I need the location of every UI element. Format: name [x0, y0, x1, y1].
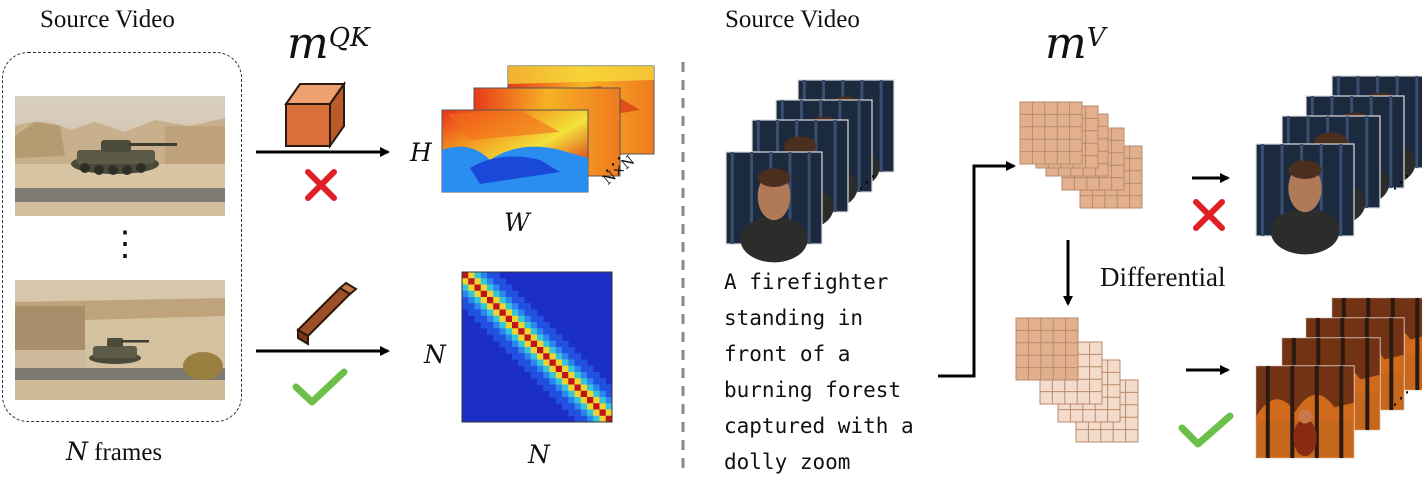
mqk-superscript: QK: [328, 22, 370, 53]
out-top-ellipsis: ⋰: [1392, 172, 1410, 193]
mv-superscript: V: [1086, 22, 1106, 53]
frames-ellipsis: ⋮: [108, 226, 142, 263]
value-grid-stack-bottom: [1015, 317, 1139, 443]
output-frames-naive: [1255, 75, 1422, 255]
label-h: H: [410, 138, 432, 167]
mv-label: mV: [1045, 18, 1106, 69]
n-frames-label: N frames: [66, 437, 162, 467]
out-bot-ellipsis: ⋰: [1392, 388, 1410, 409]
left-source-video-title: Source Video: [40, 6, 175, 33]
source-frames-container: [2, 52, 242, 422]
text-prompt-caption: A firefighter standing in front of a bur…: [724, 270, 914, 474]
caption-connector: [938, 161, 1016, 378]
label-n-col: N: [528, 440, 550, 469]
value-grid-stack-top: [1019, 101, 1143, 209]
cube-icon: [284, 80, 346, 150]
mqk-label: mQK: [287, 18, 369, 69]
face-ellipsis: ⋰: [858, 172, 876, 193]
output-frames-differential: [1255, 297, 1422, 459]
check-icon-v: [1178, 412, 1234, 448]
bar-icon: [296, 281, 358, 346]
cross-icon-qk: [305, 169, 337, 201]
right-source-video-title: Source Video: [725, 6, 860, 33]
mqk-base: m: [287, 18, 329, 69]
mv-base: m: [1045, 18, 1087, 69]
n-frames-var: N: [66, 437, 88, 466]
n-frames-word: frames: [94, 439, 163, 466]
temporal-correlation-matrix: [461, 271, 613, 423]
tank-frame-bottom: [15, 280, 225, 400]
spatial-attention-maps: [441, 65, 655, 193]
differential-label: Differential: [1100, 262, 1226, 292]
cross-icon-v: [1193, 199, 1225, 231]
heatmap-dots: ⋰: [604, 154, 622, 175]
source-video-frames: [725, 79, 895, 263]
check-icon-qk: [292, 368, 348, 406]
label-w: W: [504, 208, 530, 237]
tank-frame-top: [15, 96, 225, 216]
label-n-row: N: [424, 340, 446, 369]
